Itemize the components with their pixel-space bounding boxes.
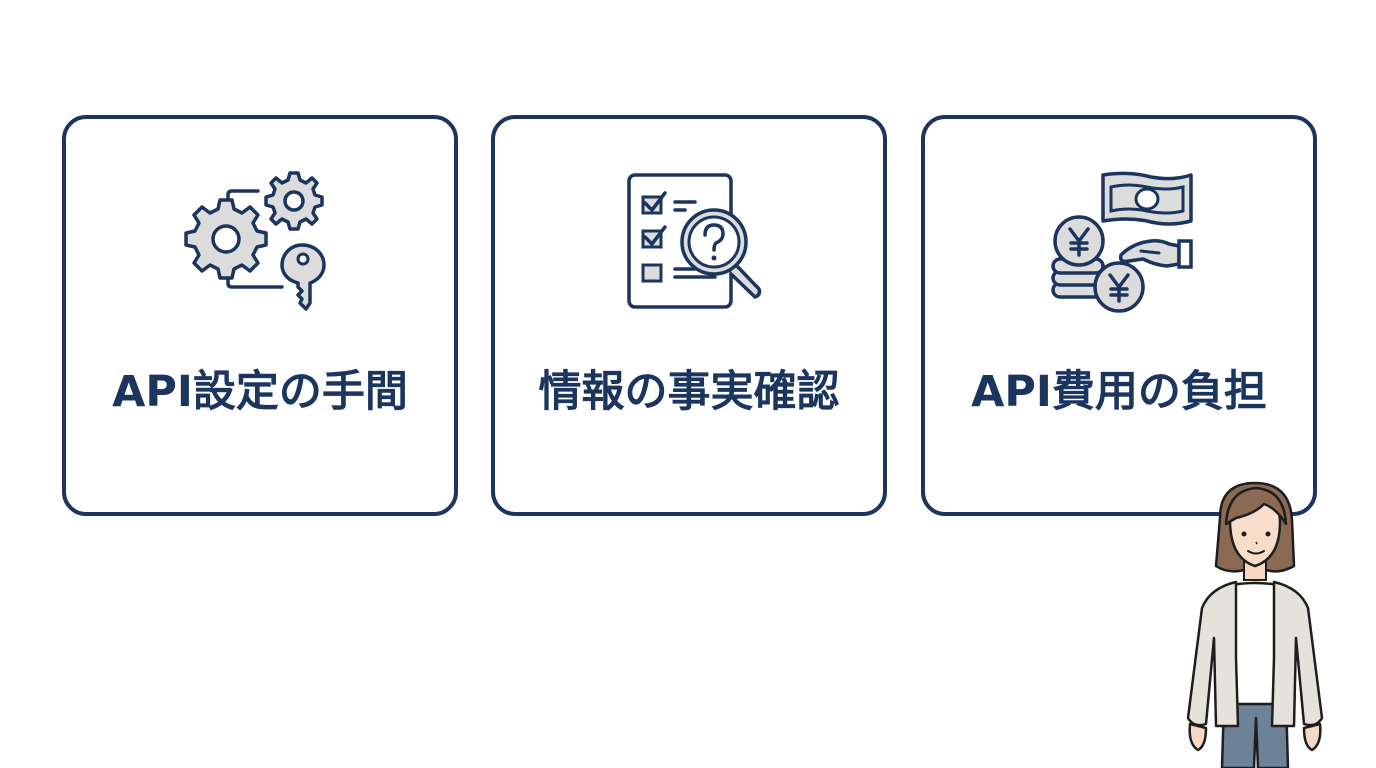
checklist-magnifier-question-icon [627,173,762,309]
card-title: API設定の手間 [112,367,408,417]
card-title: API費用の負担 [971,367,1267,417]
card-fact-check: 情報の事実確認 [491,115,887,516]
card-title: 情報の事実確認 [538,367,840,417]
woman-presenter-illustration [1186,481,1324,768]
yen-coins-banknote-hand-icon [1051,171,1193,313]
gears-and-key-icon [184,171,326,311]
card-api-cost: API費用の負担 [921,115,1317,516]
card-api-setup: API設定の手間 [62,115,458,516]
